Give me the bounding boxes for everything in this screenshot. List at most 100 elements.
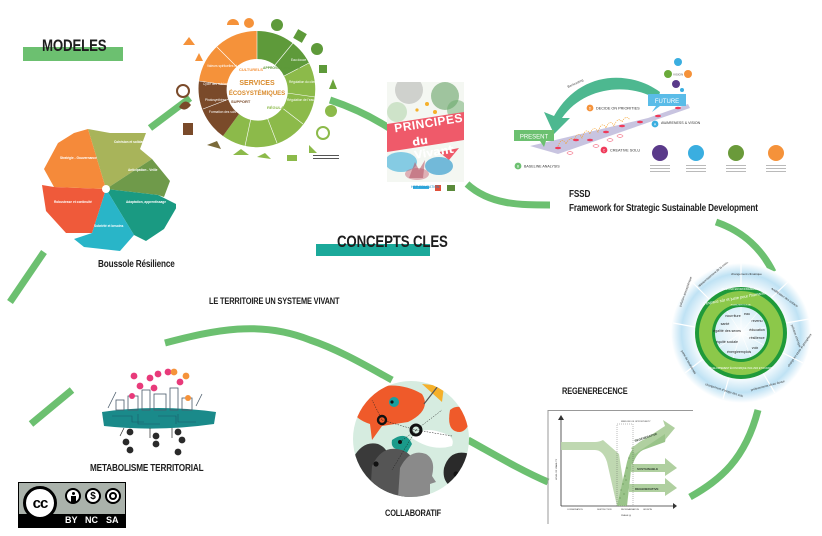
services-icons <box>176 18 337 161</box>
svg-text:CREATIVE SOLU: CREATIVE SOLU <box>610 149 640 153</box>
svg-text:Robustesse et continuité: Robustesse et continuité <box>54 200 92 204</box>
services-center-line1: SERVICES <box>239 80 275 87</box>
segment-strategie <box>44 129 106 189</box>
sa-icon <box>105 488 121 504</box>
connector-territoire-collab <box>164 325 394 384</box>
ring-approvisionnement <box>257 30 309 76</box>
arrow-regenerative <box>631 420 675 454</box>
svg-text:CONSERVATION: CONSERVATION <box>567 508 583 511</box>
svg-text:Eau douce: Eau douce <box>291 58 306 62</box>
connector-collab-regen <box>466 436 550 486</box>
svg-text:Cohésion et solidarité: Cohésion et solidarité <box>114 140 148 144</box>
svg-text:Régulation du climat: Régulation du climat <box>289 80 318 84</box>
svg-text:Adaptation, apprentissage: Adaptation, apprentissage <box>126 200 166 204</box>
services-center-line2: ÉCOSYSTÉMIQUES <box>229 89 285 97</box>
svg-text:AWARENESS & VISION: AWARENESS & VISION <box>661 121 701 125</box>
fssd-ramp <box>530 104 690 154</box>
boussole-segments <box>42 129 176 251</box>
connector-principes-fssd <box>464 181 551 209</box>
svg-text:PLAFOND ENVIRONNEMENTAL: PLAFOND ENVIRONNEMENTAL <box>722 287 761 291</box>
platform <box>102 408 216 429</box>
svg-text:FUTURE: FUTURE <box>655 99 679 105</box>
connector-left-top <box>7 250 47 304</box>
svg-text:REORGANISATION: REORGANISATION <box>621 508 640 511</box>
svg-text:CULTURELS: CULTURELS <box>239 67 263 72</box>
cc-license-badge[interactable]: cc $ BY NC SA <box>18 482 126 528</box>
svg-text:WINDOW OF OPPORTUNITY: WINDOW OF OPPORTUNITY <box>621 421 651 423</box>
segment-adaptation <box>106 189 176 241</box>
svg-text:DÉVELOPPEMENT ÉCONOMIQUE INCLU: DÉVELOPPEMENT ÉCONOMIQUE INCLUSIF ET DUR… <box>708 367 774 370</box>
svg-text:Valeurs spirituelles et religi: Valeurs spirituelles et religieuses <box>207 64 254 68</box>
present-badge: PRESENT <box>514 130 554 147</box>
svg-text:LEVEL OF VIABILITY: LEVEL OF VIABILITY <box>555 458 558 480</box>
fssd-label-full: Framework for Strategic Sustainable Deve… <box>569 202 758 214</box>
by-icon <box>65 488 81 504</box>
svg-text:Photosynthèse: Photosynthèse <box>205 98 226 102</box>
svg-text:APPROVISIONNEMENT: APPROVISIONNEMENT <box>263 66 302 70</box>
svg-text:PLANCHER SOCIAL: PLANCHER SOCIAL <box>731 304 752 307</box>
arrow-sustainable <box>631 458 677 476</box>
svg-text:équité sociale: équité sociale <box>716 340 738 344</box>
svg-text:Backcasting: Backcasting <box>567 78 584 89</box>
svg-text:nourriture: nourriture <box>725 314 740 318</box>
collaboratif-label: COLLABORATIF <box>385 508 442 519</box>
svg-text:GROWTH: GROWTH <box>643 509 653 511</box>
svg-text:santé: santé <box>721 322 730 326</box>
segment-robustesse <box>42 185 106 233</box>
svg-text:REGENERATIVE: REGENERATIVE <box>634 432 658 443</box>
ring-regulation <box>223 63 316 148</box>
territoire-label: LE TERRITOIRE UN SYSTEME VIVANT <box>209 296 340 307</box>
modeles-heading-bar <box>23 47 123 61</box>
svg-text:D: D <box>589 106 592 110</box>
svg-text:PHASE (t): PHASE (t) <box>621 514 631 517</box>
svg-text:B: B <box>517 164 520 168</box>
step-b: B BASELINE ANALYSIS <box>514 162 560 170</box>
cc-icon: cc <box>23 486 57 520</box>
svg-text:voix: voix <box>752 346 759 350</box>
boussole-resilience-wheel: Cohésion et solidarité Anticipation - Ve… <box>42 129 176 251</box>
metabolisme-illustration <box>102 368 216 456</box>
services-ecosystemiques-wheel: Cycle des nutriments Photosynthèse Forma… <box>176 18 339 161</box>
arrow-degenerative <box>629 478 677 496</box>
future-badge: FUTURE <box>648 94 686 112</box>
svg-text:SUSTAINABLE: SUSTAINABLE <box>637 467 658 471</box>
svg-text:Régulation de l'eau: Régulation de l'eau <box>287 98 314 102</box>
svg-text:changement climatique: changement climatique <box>731 272 762 276</box>
svg-text:DECIDE ON PRIORITIES: DECIDE ON PRIORITIES <box>596 107 640 111</box>
svg-text:résilience: résilience <box>749 336 764 340</box>
segment-anticipation <box>106 159 170 197</box>
svg-text:revenu: revenu <box>752 319 763 323</box>
svg-text:SUPPORT: SUPPORT <box>231 99 251 104</box>
svg-text:eau: eau <box>744 312 750 316</box>
fssd-diagram: Backcasting PRESENT FUTURE VISION <box>514 58 786 172</box>
svg-text:VISION: VISION <box>673 73 683 77</box>
svg-text:Anticipation - Veille: Anticipation - Veille <box>128 168 158 172</box>
connector-left-bottom <box>28 387 75 427</box>
segment-cohesion <box>88 129 152 189</box>
collaboratif-illustration <box>353 381 469 497</box>
svg-text:énergie: énergie <box>727 350 739 354</box>
segment-sobriete <box>74 189 134 251</box>
boussole-label: Boussole Résilience <box>98 258 175 270</box>
svg-text:C: C <box>603 148 606 152</box>
concepts-heading-bar <box>316 244 430 256</box>
nc-icon: $ <box>85 488 101 504</box>
regenerescence-chart: WINDOW OF OPPORTUNITY REGENERATIVE SUSTA… <box>547 410 693 524</box>
window-of-opportunity <box>616 423 634 507</box>
connector-fssd-donut <box>714 218 777 274</box>
nc-label: NC <box>85 515 98 525</box>
concepts-heading: CONCEPTS CLES <box>337 232 448 251</box>
svg-text:Cycle des nutriments: Cycle des nutriments <box>203 82 233 86</box>
vision-icons: VISION <box>664 58 692 92</box>
svg-text:Formation des sols: Formation des sols <box>209 110 236 114</box>
step-a: A AWARENESS & VISION <box>651 120 701 128</box>
principes-publisher: HEP EDUCATION <box>411 185 440 189</box>
fssd-label: FSSD <box>569 188 591 200</box>
svg-text:RÉGULATION: RÉGULATION <box>267 105 293 110</box>
step-c: C CREATIVE SOLU <box>600 146 640 154</box>
svg-text:DESTRUCTION: DESTRUCTION <box>597 509 612 511</box>
step-d: D DECIDE ON PRIORITIES <box>586 104 640 112</box>
backcasting-arrow <box>544 77 660 134</box>
principle-icons <box>650 145 786 172</box>
